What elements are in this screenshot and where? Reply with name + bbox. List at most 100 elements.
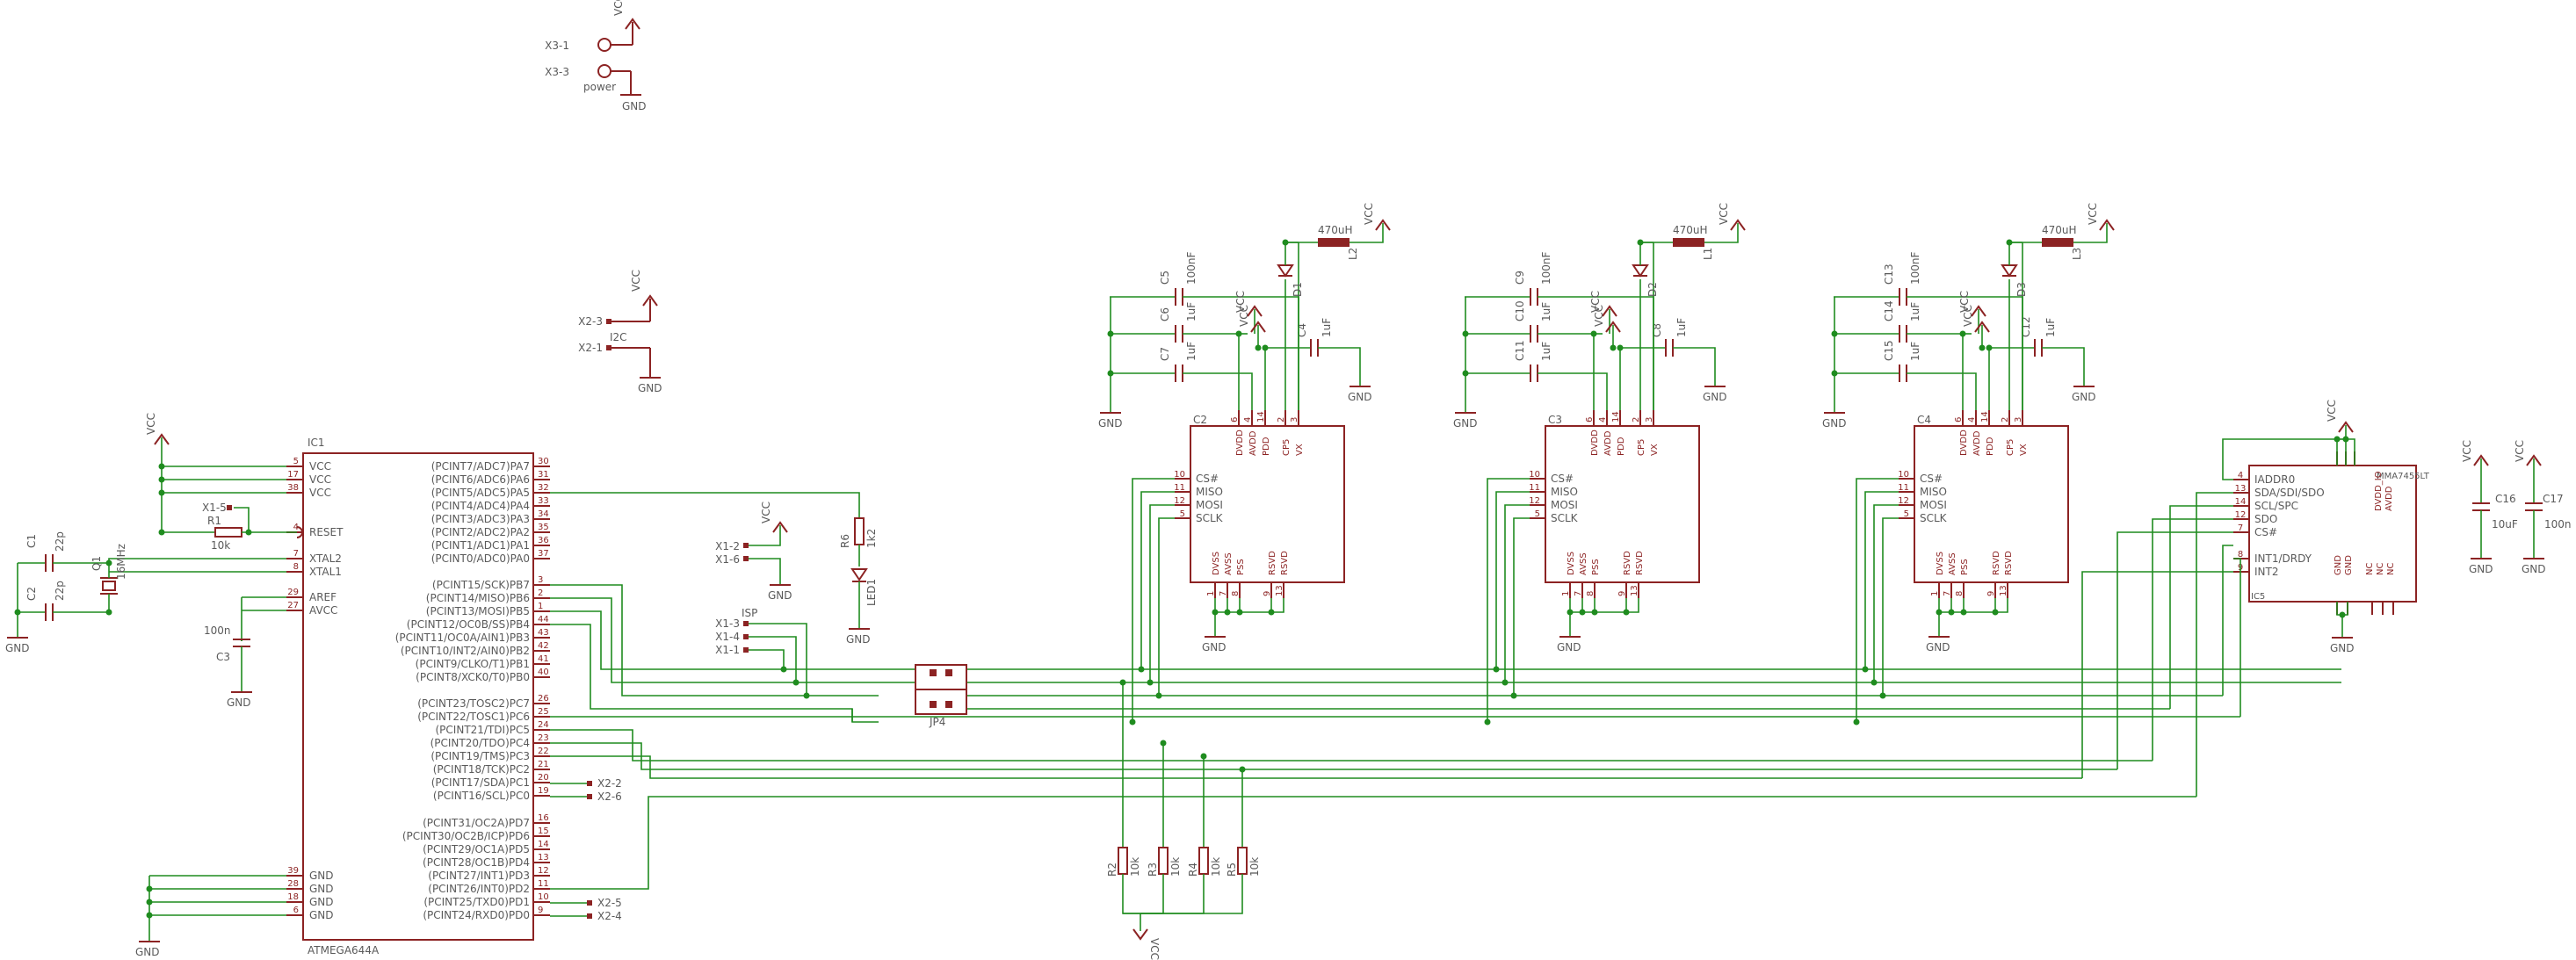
inductor-name: L2 — [1347, 248, 1359, 260]
gnd-label: GND — [2522, 563, 2546, 575]
spi-bus — [550, 584, 2341, 723]
vcc-label: VCC — [1593, 305, 1605, 327]
r1-resistor — [214, 527, 242, 538]
cap-value: 100nF — [1540, 251, 1552, 285]
ic5-pin-num: 13 — [2235, 484, 2247, 494]
sensor-bottom-num: 7 — [1943, 591, 1952, 596]
sensor-bottom-num: 13 — [1999, 585, 2008, 596]
ic1-pin-num: 24 — [538, 720, 549, 730]
cap-name: C15 — [1883, 340, 1895, 361]
pullup-resistor — [1198, 847, 1209, 875]
ic1-pin-name: (PCINT30/OC2B/ICP)PD6 — [402, 830, 530, 842]
ic1-pin-name: (PCINT10/INT2/AIN0)PB2 — [401, 645, 530, 657]
x2-2-label: X2-2 — [597, 777, 622, 790]
ic1-pin-num: 1 — [538, 602, 543, 611]
inductor — [2042, 238, 2073, 247]
ic1-pin-name: (PCINT13/MOSI)PB5 — [426, 605, 530, 617]
cap-value: 1uF — [1185, 302, 1198, 321]
sensor-pin-name: MISO — [1196, 486, 1223, 498]
r6-value: 1k2 — [865, 529, 878, 548]
ic1-pin-name: (PCINT21/TDI)PC5 — [436, 724, 531, 736]
ic5-gnd-2: GND — [2344, 555, 2354, 575]
cap-value: 1uF — [1909, 342, 1921, 361]
ic1-pin-num: 26 — [538, 694, 549, 704]
sensor-pin-num: 5 — [1904, 509, 1909, 519]
vcc-label: VCC — [760, 502, 772, 523]
cap-name: C12 — [2020, 316, 2032, 337]
crystal-circuit: C1 22p C2 22p GND Q1 16MHz — [5, 531, 286, 654]
sensor-bottom-pin: RSVD — [1268, 551, 1277, 575]
sensor-bottom-num: 1 — [1206, 591, 1216, 596]
sensor-pin-name: CS# — [1551, 473, 1574, 485]
sensor-ic-name: C4 — [1917, 414, 1931, 426]
sensor-top-num: 2 — [1277, 417, 1286, 422]
ic1-x2-links: X2-2 X2-6 X2-5 X2-4 — [550, 777, 622, 922]
sensor-bottom-num: 9 — [1263, 591, 1272, 596]
ic1-pin-num: 2 — [538, 588, 543, 598]
resistor-name: R3 — [1147, 863, 1159, 877]
sensor-pin-name: MISO — [1920, 486, 1947, 498]
ic1-part: ATMEGA644A — [308, 944, 380, 956]
ic1-pin-num: 19 — [538, 786, 549, 796]
ic5-nc-2: NC — [2376, 563, 2385, 575]
c17-name: C17 — [2543, 493, 2564, 505]
sensor-top-num: 2 — [1632, 417, 1641, 422]
vcc-symbol — [1602, 305, 1617, 317]
cap-value: 1uF — [1540, 302, 1552, 321]
ic1-pin-num: 13 — [538, 853, 549, 863]
sensor-spi-wires — [1129, 478, 1899, 725]
ic1-pin-name: (PCINT27/INT1)PD3 — [428, 870, 530, 882]
sensor-top-pin: PDD — [1617, 437, 1626, 456]
inductor-value: 470uH — [1673, 224, 1708, 236]
ic1-pin-num: 27 — [287, 601, 299, 610]
x1-1-label: X1-1 — [715, 644, 740, 656]
sensor-bottom-pin: RSVD — [1992, 551, 2001, 575]
cap-value: 1uF — [1675, 318, 1688, 337]
schottky-diode — [1277, 264, 1294, 278]
ic1-pin-num: 41 — [538, 654, 549, 664]
x3-name: power — [583, 81, 616, 93]
vcc-symbol — [1605, 321, 1621, 333]
ic1-pin-num: 31 — [538, 470, 549, 480]
ic5-pin-num: 8 — [2238, 550, 2243, 559]
cap-value: 1uF — [2044, 318, 2057, 337]
x2-pin1-label: X2-1 — [578, 342, 603, 354]
cap-name: C10 — [1514, 300, 1526, 321]
cap-value: 1uF — [1321, 318, 1333, 337]
ic5-pin-num: 12 — [2235, 510, 2247, 520]
ic1-pin-name: (PCINT11/OC0A/AIN1)PB3 — [395, 632, 530, 644]
vcc-symbol — [625, 18, 640, 30]
vcc-label: VCC — [1363, 203, 1375, 225]
c3-value: 100n — [204, 624, 231, 637]
ic1-pin-num: 32 — [538, 483, 549, 493]
vcc-symbol — [154, 433, 170, 445]
q1-name: Q1 — [90, 556, 103, 571]
ic1-pin-name: (PCINT8/XCK0/T0)PB0 — [416, 671, 530, 683]
sensor-bottom-pin: RSVD — [1280, 551, 1290, 575]
gnd-label: GND — [1202, 641, 1226, 653]
sensor-bottom-pin: DVSS — [1212, 552, 1221, 575]
sensor-top-num: 3 — [1645, 417, 1654, 422]
ic5-body — [2248, 465, 2417, 603]
resistor-value: 10k — [1248, 857, 1261, 877]
gnd-label: GND — [768, 589, 792, 602]
diode-name: D1 — [1292, 282, 1304, 297]
ic1-pin-num: 3 — [538, 575, 543, 585]
gnd-label: GND — [1822, 417, 1847, 429]
vcc-label: VCC — [612, 0, 625, 16]
ic1-pin-name: (PCINT23/TOSC2)PC7 — [417, 697, 530, 710]
c2-value: 22p — [54, 581, 66, 601]
vcc-symbol — [772, 521, 788, 533]
vcc-symbol — [1250, 321, 1266, 333]
ic1-pin-num: 6 — [293, 906, 299, 915]
sensor-bottom-num: 8 — [1586, 591, 1596, 596]
ic1-pin-num: 28 — [287, 879, 299, 889]
ic1-pin-num: 25 — [538, 707, 549, 717]
vcc-symbol — [2473, 454, 2489, 466]
sensor-pin-num: 12 — [1529, 496, 1540, 506]
sensor-bottom-pin: PSS — [1591, 559, 1601, 575]
vcc-label: VCC — [2087, 203, 2099, 225]
x2-pin3-label: X2-3 — [578, 315, 603, 328]
